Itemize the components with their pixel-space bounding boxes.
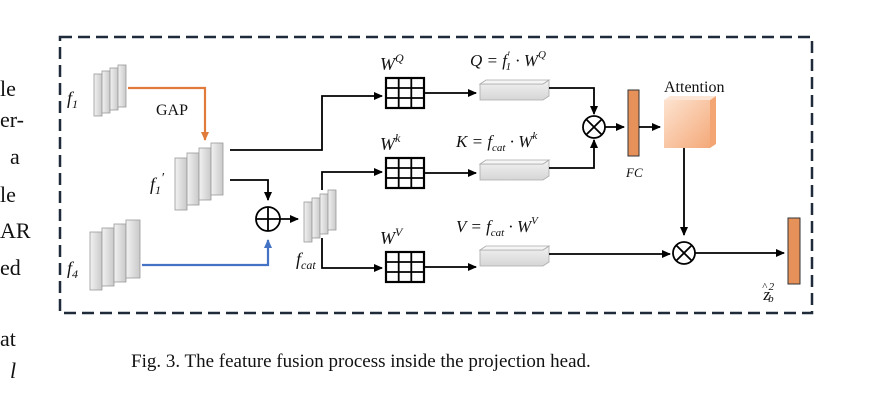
attention-box — [664, 96, 716, 148]
k-bar — [478, 159, 551, 181]
v-equation: V = fcat · WV — [456, 215, 539, 239]
k-equation: K = fcat · Wk — [455, 130, 538, 154]
fcat-to-wv-arrow — [321, 238, 383, 272]
q-to-mul-arrow — [549, 87, 598, 115]
f4-label: f4 — [67, 258, 78, 281]
fc-label: FC — [625, 165, 643, 180]
k-to-mul-arrow — [549, 139, 598, 169]
left-text-fragment: a — [10, 144, 20, 169]
left-text-fragment: ed — [0, 255, 21, 280]
wv-grid-icon — [384, 250, 426, 284]
f4-arrow — [142, 239, 272, 267]
fcat-to-wk-arrow — [321, 168, 383, 190]
fcat-label: fcat — [296, 249, 316, 272]
multiply-qk-icon — [582, 115, 606, 139]
left-text-fragment: AR — [0, 218, 31, 243]
left-text-fragment: l — [10, 358, 17, 383]
f1-label: f1 — [67, 88, 78, 111]
wk-label: Wk — [380, 131, 401, 154]
f1-prime-feature-stack — [174, 142, 224, 211]
gap-arrow — [128, 86, 209, 141]
left-text-fragment: er- — [0, 107, 24, 132]
concat-plus-icon — [255, 206, 281, 232]
v-bar — [478, 245, 551, 267]
wk-grid-icon — [384, 156, 426, 190]
attention-label: Attention — [664, 79, 724, 96]
left-text-fragment: le — [0, 76, 16, 101]
wq-grid-icon — [384, 76, 426, 110]
f1-prime-label: f1′ — [150, 171, 165, 197]
fc-bar — [627, 89, 640, 157]
multiply-av-icon — [672, 241, 696, 265]
left-text-fragment: at — [0, 326, 16, 351]
wq-label: WQ — [380, 51, 404, 74]
left-text-fragment: le — [0, 182, 16, 207]
output-bar — [787, 217, 801, 285]
dashed-frame — [58, 35, 814, 315]
f1-feature-stack — [93, 64, 127, 117]
q-bar — [478, 79, 551, 101]
f1-prime-to-plus-arrow — [230, 179, 272, 201]
f4-feature-stack — [89, 219, 141, 291]
q-equation: Q = f′1 · WQ — [470, 48, 546, 73]
f1-prime-to-wq-arrow — [230, 92, 383, 151]
fcat-feature-stack — [303, 189, 337, 243]
gap-label: GAP — [156, 102, 188, 119]
figure-caption: Fig. 3. The feature fusion process insid… — [131, 351, 591, 372]
wv-label: WV — [380, 225, 404, 248]
